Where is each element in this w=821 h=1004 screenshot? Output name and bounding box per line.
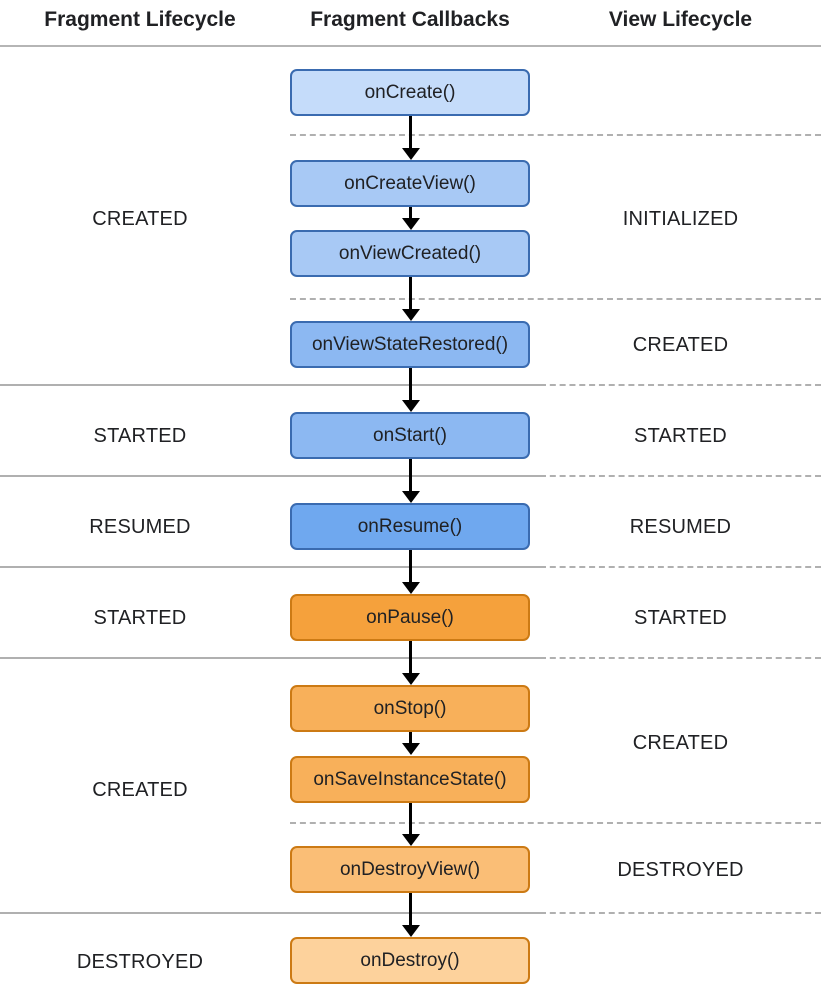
fragment-state-label: DESTROYED (76, 951, 204, 973)
callback-box[interactable]: onViewCreated() (290, 230, 530, 277)
callback-box[interactable]: onViewStateRestored() (290, 321, 530, 368)
separator-solid-created-destroyed (0, 912, 540, 914)
flow-arrow-down-icon (409, 207, 412, 219)
view-state-label: RESUMED (629, 516, 732, 538)
flow-arrow-down-icon (409, 368, 412, 401)
flow-arrow-down-icon (409, 893, 412, 926)
separator-dashed-view-started-resumed (540, 475, 821, 477)
separator-solid-created-started (0, 384, 540, 386)
view-state-label: STARTED (634, 425, 727, 447)
view-state-label: STARTED (634, 607, 727, 629)
separator-dashed-view-resumed-started (540, 566, 821, 568)
separator-dashed-after-onsaveinstancestate (290, 822, 821, 824)
separator-solid-resumed-started (0, 566, 540, 568)
fragment-state-label: STARTED (93, 425, 187, 447)
header-divider (0, 45, 821, 47)
column-header-fragment-callbacks: Fragment Callbacks (310, 8, 510, 31)
flow-arrow-down-icon (409, 459, 412, 492)
fragment-state-label: CREATED (92, 779, 188, 801)
callback-box[interactable]: onCreateView() (290, 160, 530, 207)
separator-solid-started-created (0, 657, 540, 659)
flow-arrow-down-icon (409, 116, 412, 149)
separator-dashed-view-started-created (540, 657, 821, 659)
column-header-view-lifecycle: View Lifecycle (608, 8, 753, 31)
view-state-label: DESTROYED (617, 859, 744, 881)
separator-dashed-view-created-started (540, 384, 821, 386)
flow-arrow-down-icon (409, 732, 412, 744)
fragment-state-label: RESUMED (89, 516, 191, 538)
separator-dashed-after-oncreate (290, 134, 821, 136)
callback-box[interactable]: onPause() (290, 594, 530, 641)
separator-dashed-after-onviewcreated (290, 298, 821, 300)
view-state-label: INITIALIZED (622, 208, 739, 230)
callback-box[interactable]: onStart() (290, 412, 530, 459)
separator-dashed-view-created-destroyed (540, 912, 821, 914)
callback-box[interactable]: onCreate() (290, 69, 530, 116)
view-state-label: CREATED (632, 334, 729, 356)
flow-arrow-down-icon (409, 803, 412, 835)
flow-arrow-down-icon (409, 277, 412, 310)
separator-solid-started-resumed (0, 475, 540, 477)
fragment-state-label: CREATED (92, 208, 188, 230)
column-header-fragment-lifecycle: Fragment Lifecycle (44, 8, 236, 31)
view-state-label: CREATED (632, 732, 729, 754)
callback-box[interactable]: onSaveInstanceState() (290, 756, 530, 803)
callback-box[interactable]: onDestroy() (290, 937, 530, 984)
callback-box[interactable]: onStop() (290, 685, 530, 732)
flow-arrow-down-icon (409, 550, 412, 583)
fragment-state-label: STARTED (93, 607, 187, 629)
flow-arrow-down-icon (409, 641, 412, 674)
callback-box[interactable]: onDestroyView() (290, 846, 530, 893)
callback-box[interactable]: onResume() (290, 503, 530, 550)
